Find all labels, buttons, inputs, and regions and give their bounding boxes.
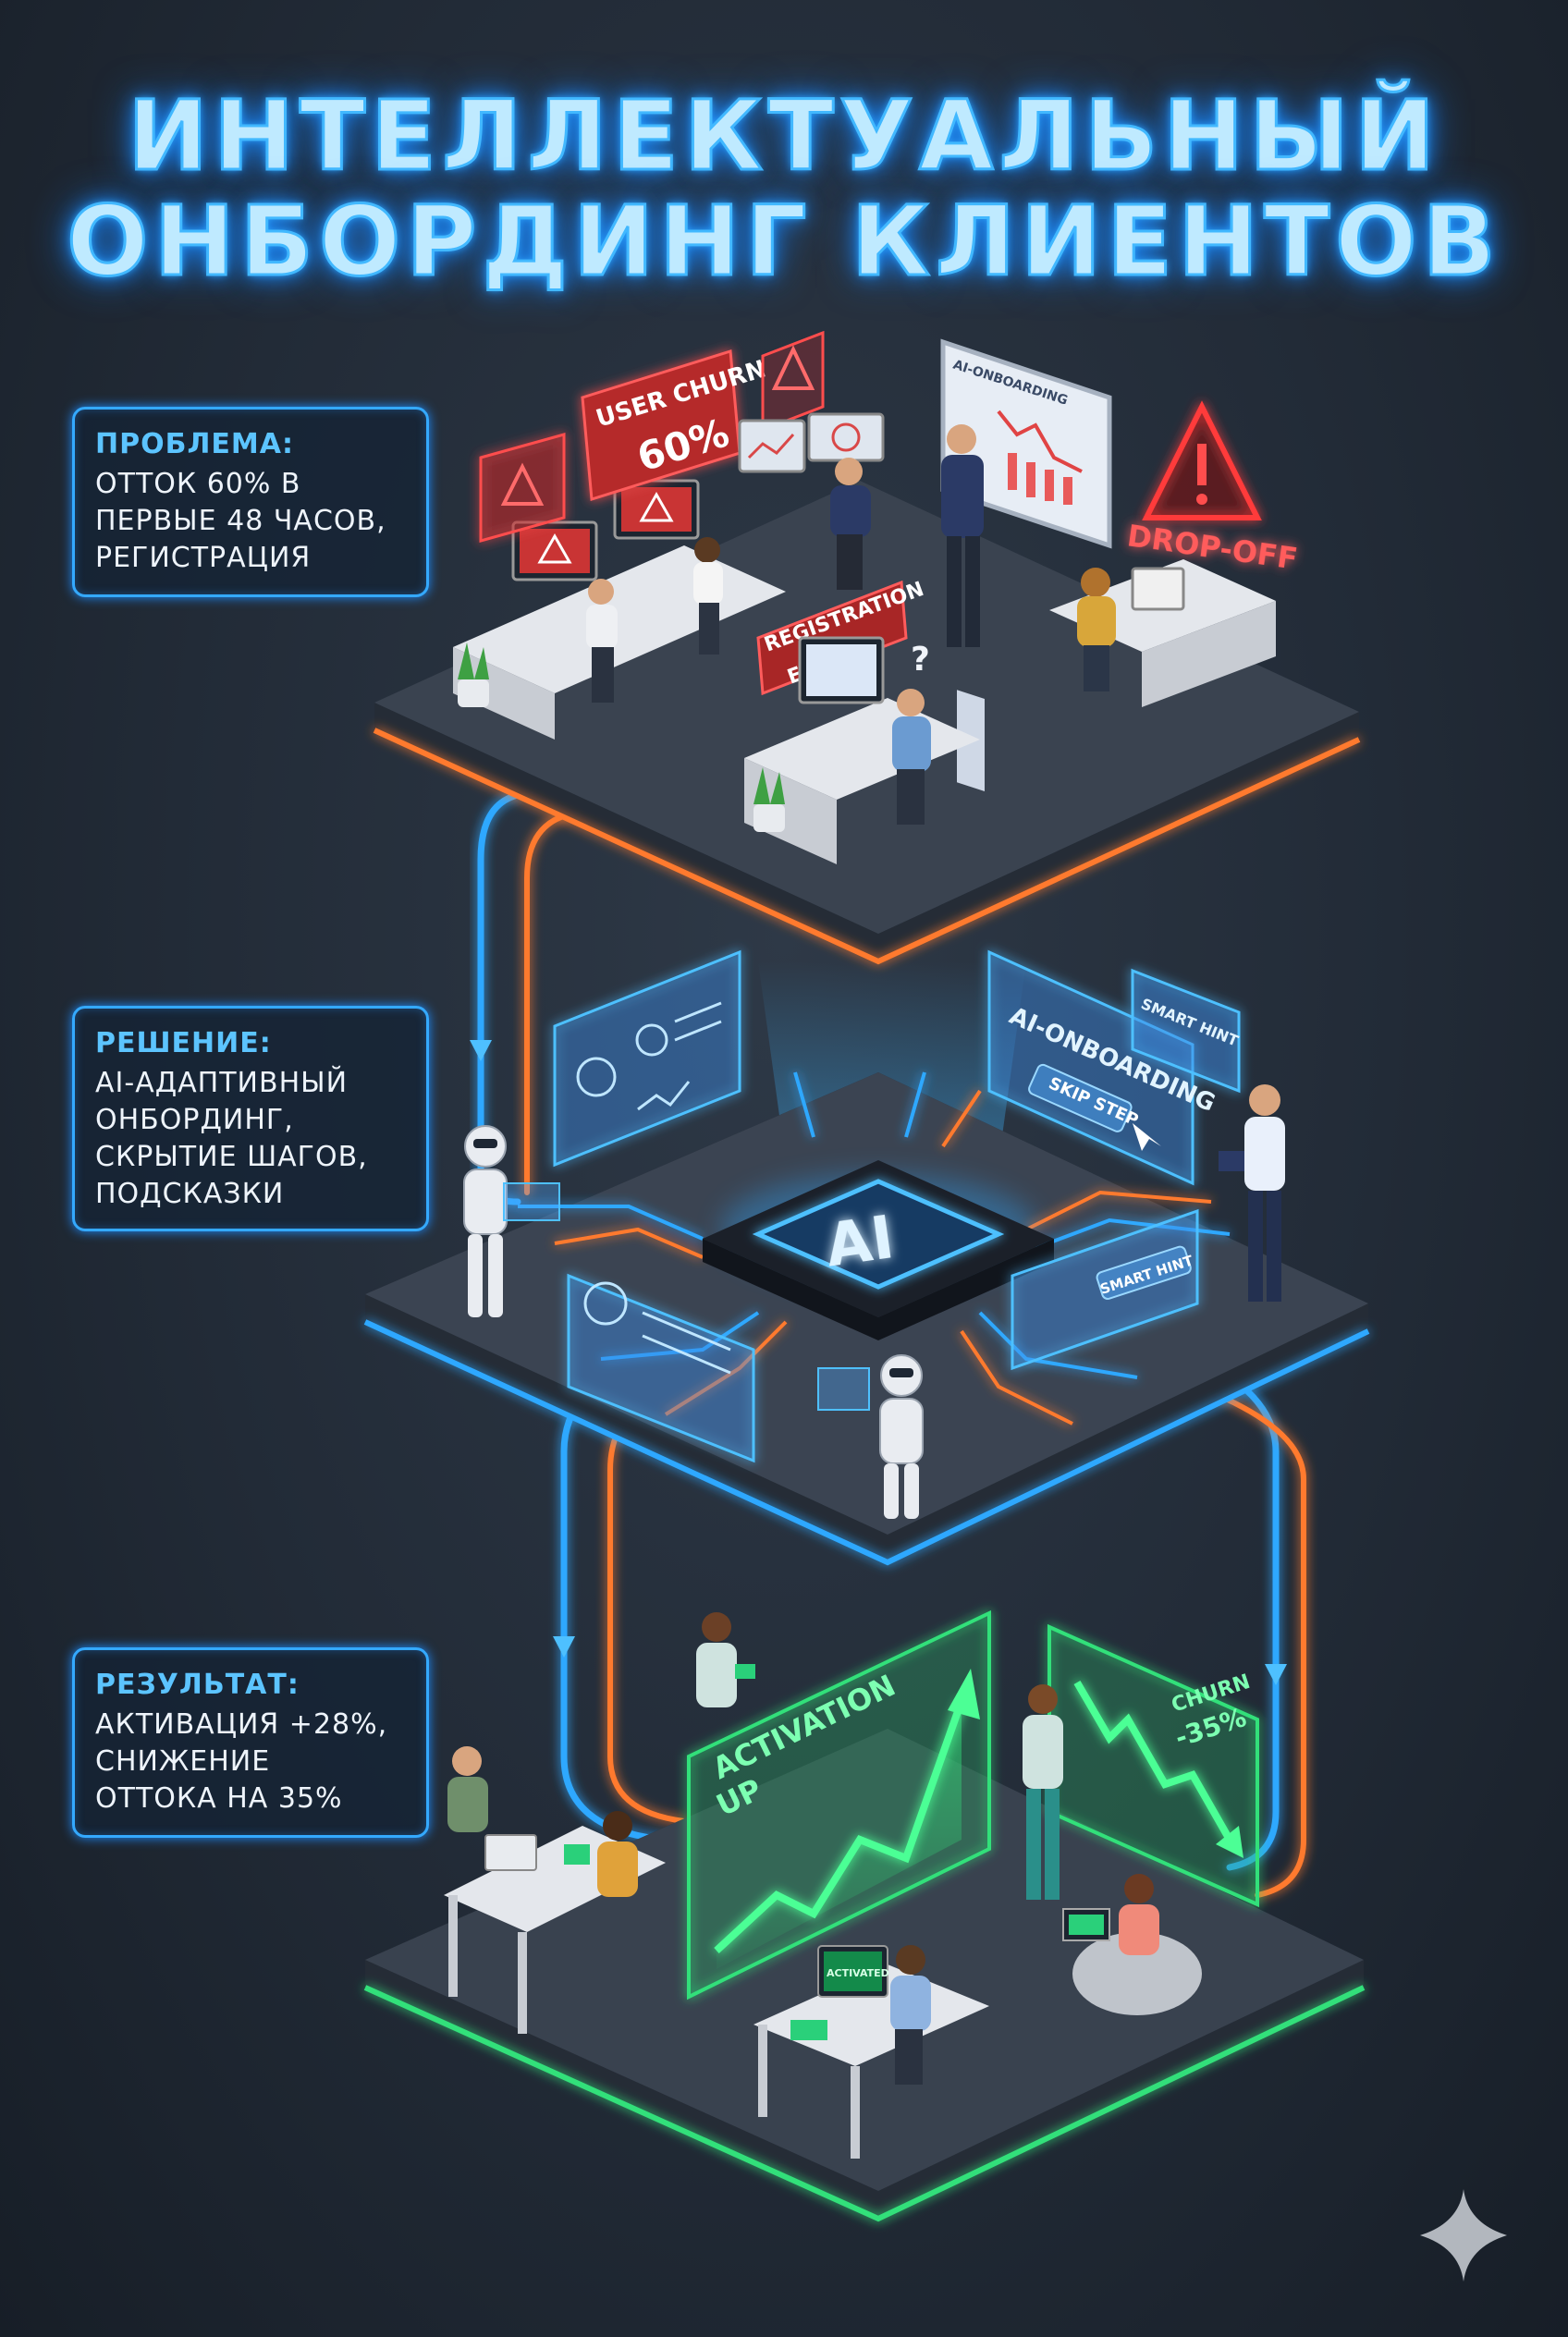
problem-layer: USER CHURN 60% AI-ONBOARDING xyxy=(373,330,1361,965)
solution-platform-glow xyxy=(363,1319,1370,1566)
problem-warning-card-1 xyxy=(479,433,566,543)
laptop-activated-label: ACTIVATED xyxy=(827,1967,889,1979)
problem-desk-left xyxy=(453,479,786,740)
dropoff-sign: DROP-OFF xyxy=(1125,400,1300,577)
panel-solution-line: ОНБОРДИНГ, xyxy=(95,1104,294,1136)
problem-warning-card-2 xyxy=(761,330,825,433)
panel-problem: ПРОБЛЕМА: ОТТОК 60% В ПЕРВЫЕ 48 ЧАСОВ, Р… xyxy=(72,407,429,597)
panel-result-line: ОТТОКА НА 35% xyxy=(95,1782,343,1815)
panel-problem-line: ПЕРВЫЕ 48 ЧАСОВ, xyxy=(95,505,386,537)
activation-trend-line xyxy=(714,1699,965,1953)
question-mark: ? xyxy=(911,641,930,679)
plant-problem-1 xyxy=(458,642,489,707)
panel-solution-heading: РЕШЕНИЕ: xyxy=(95,1027,272,1059)
result-woman-top xyxy=(696,1612,755,1707)
panel-solution-line: СКРЫТИЕ ШАГОВ, xyxy=(95,1141,368,1173)
panel-problem-line: РЕГИСТРАЦИЯ xyxy=(95,542,312,574)
smart-hint-card-1: SMART HINT xyxy=(1131,968,1241,1094)
problem-desk-right xyxy=(1049,559,1276,707)
panel-result: РЕЗУЛЬТАТ: АКТИВАЦИЯ +28%, СНИЖЕНИЕ ОТТО… xyxy=(72,1647,429,1838)
flow-arrow-blue-upper xyxy=(470,1040,492,1061)
flow-arrow-blue-right xyxy=(1265,1664,1287,1685)
profile-card-left xyxy=(553,949,741,1168)
result-woman-right xyxy=(1023,1684,1063,1900)
sparkle-icon xyxy=(1420,2189,1507,2282)
panel-result-heading: РЕЗУЛЬТАТ: xyxy=(95,1669,300,1701)
robot-center xyxy=(817,1354,924,1519)
title-line-2: ОНБОРДИНГ КЛИЕНТОВ xyxy=(66,184,1501,300)
title-line-1: ИНТЕЛЛЕКТУАЛЬНЫЙ xyxy=(127,79,1440,194)
chip-label: AI xyxy=(822,1204,899,1280)
panel-solution-line: ПОДСКАЗКИ xyxy=(95,1178,285,1210)
panel-result-line: АКТИВАЦИЯ +28%, xyxy=(95,1708,388,1741)
result-desk-bottom: ACTIVATED xyxy=(753,1945,989,2159)
result-beanbag xyxy=(1062,1874,1202,2015)
result-desk-left xyxy=(444,1746,666,2034)
flow-arrow-blue-lower xyxy=(553,1636,575,1658)
panel-solution-line: AI-АДАПТИВНЫЙ xyxy=(95,1067,349,1099)
churn-arrow-head xyxy=(1216,1826,1243,1858)
solution-layer: AI AI-ONBOARDING SKIP STEP SMART H xyxy=(363,949,1370,1566)
panel-solution: РЕШЕНИЕ: AI-АДАПТИВНЫЙ ОНБОРДИНГ, СКРЫТИ… xyxy=(72,1006,429,1231)
problem-monitors-center xyxy=(738,412,885,590)
problem-desk-bottom: ? xyxy=(744,636,980,864)
churn-chart: CHURN -35% xyxy=(1047,1623,1259,1908)
activation-arrow-head xyxy=(948,1669,980,1719)
plant-problem-2 xyxy=(753,767,785,832)
panel-problem-line: ОТТОК 60% В xyxy=(95,468,301,500)
churn-trend-line xyxy=(1073,1680,1233,1841)
ai-chip: AI xyxy=(703,1160,1054,1340)
profile-card-bottom xyxy=(567,1273,755,1463)
panel-problem-heading: ПРОБЛЕМА: xyxy=(95,428,294,460)
panel-result-line: СНИЖЕНИЕ xyxy=(95,1745,271,1778)
robot-left xyxy=(463,1125,560,1317)
result-platform-glow xyxy=(363,1985,1366,2222)
circuit-traces xyxy=(518,1071,1231,1425)
solution-man xyxy=(1219,1084,1285,1302)
problem-dashboard: AI-ONBOARDING xyxy=(940,338,1112,792)
smart-hint-card-2: SMART HINT xyxy=(1011,1208,1199,1371)
result-layer: ACTIVATION UP CHURN -35% xyxy=(363,1609,1366,2222)
